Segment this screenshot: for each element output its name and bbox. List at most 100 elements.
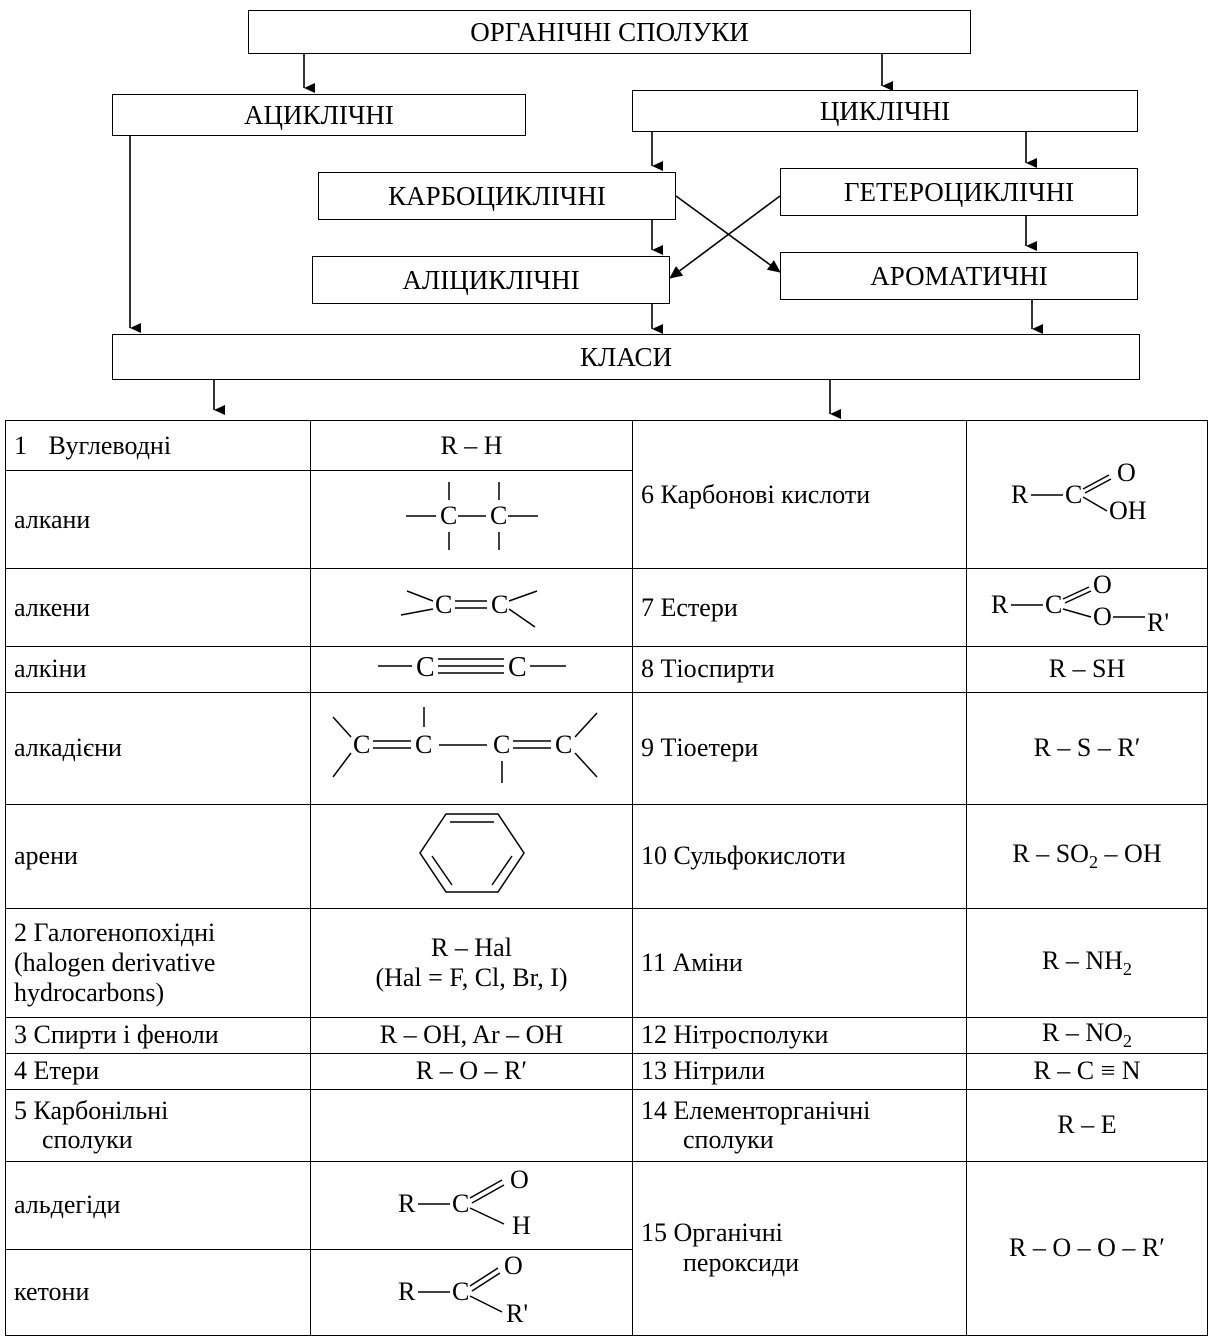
- class-4-name: 4 Етери: [5, 1052, 311, 1090]
- alkadienes-label: алкадієни: [5, 691, 311, 805]
- svg-text:R: R: [991, 590, 1009, 619]
- class-5-formula: [310, 1088, 633, 1162]
- table-row: арени 10 Сульфокислоти R – SO2 – OH: [5, 803, 1208, 909]
- svg-text:O: O: [510, 1165, 529, 1194]
- svg-text:R: R: [398, 1189, 416, 1218]
- class-13-formula: R – C ≡ N: [966, 1052, 1208, 1090]
- class-14-formula: R – E: [966, 1088, 1208, 1162]
- alkene-structure: C C: [400, 590, 537, 628]
- class-7-name: 7 Естери: [632, 568, 967, 647]
- class-8-name: 8 Тіоспирти: [632, 645, 967, 693]
- carboxylic-acid-structure: R C O OH: [1011, 458, 1147, 525]
- class-15-name: 15 Органічні пероксиди: [632, 1160, 967, 1336]
- table-row: кетони R C O R': [5, 1248, 1208, 1336]
- svg-text:C: C: [353, 730, 370, 759]
- svg-text:C: C: [1065, 480, 1082, 509]
- svg-text:H: H: [512, 1211, 531, 1240]
- svg-text:C: C: [452, 1189, 469, 1218]
- class-9-name: 9 Тіоетери: [632, 691, 967, 805]
- table-row: 5 Карбонільні сполуки 14 Елементорганічн…: [5, 1088, 1208, 1162]
- root-box: ОРГАНІЧНІ СПОЛУКИ: [248, 10, 971, 54]
- svg-text:C: C: [490, 501, 507, 530]
- class-6-formula: R C O OH: [966, 420, 1208, 569]
- flow-arrows: [129, 54, 1043, 419]
- ketones-label: кетони: [5, 1248, 311, 1336]
- alkynes-formula: C C: [310, 645, 633, 693]
- ester-structure: R C O O R': [991, 570, 1169, 637]
- class-15-formula: R – O – O – R′: [966, 1160, 1208, 1336]
- class-4-formula: R – O – R′: [310, 1052, 633, 1090]
- class-1-name: 1 Вуглеводні: [5, 420, 311, 471]
- alkanes-label: алкани: [5, 470, 311, 569]
- class-11-formula: R – NH2: [966, 907, 1208, 1018]
- class-12-name: 12 Нітросполуки: [632, 1016, 967, 1054]
- carbocyclic-box: КАРБОЦИКЛІЧНІ: [318, 172, 676, 220]
- svg-text:O: O: [1117, 458, 1136, 487]
- svg-text:OH: OH: [1109, 496, 1147, 525]
- svg-text:C: C: [508, 652, 527, 683]
- class-2-formula: R – Hal (Hal = F, Cl, Br, I): [310, 907, 633, 1018]
- table-row: 2 Галогенопохідні (halogen derivative hy…: [5, 907, 1208, 1018]
- alkadienes-formula: C C C C: [310, 691, 633, 805]
- class-10-name: 10 Сульфокислоти: [632, 803, 967, 909]
- classes-label: КЛАСИ: [580, 341, 672, 372]
- ketones-formula: R C O R': [310, 1248, 633, 1336]
- svg-text:R: R: [1011, 480, 1029, 509]
- table-row: 4 Етери R – O – R′ 13 Нітрили R – C ≡ N: [5, 1052, 1208, 1090]
- alkadiene-structure: C C C C: [331, 706, 598, 783]
- svg-text:O: O: [1093, 570, 1112, 599]
- ketone-structure: R C O R': [398, 1251, 528, 1328]
- table-row: алкіни C C 8 Тіоспирти R – SH: [5, 645, 1208, 693]
- class-12-formula: R – NO2: [966, 1016, 1208, 1054]
- svg-text:R': R': [1147, 608, 1169, 637]
- svg-text:R': R': [506, 1299, 528, 1328]
- aromatic-box: АРОМАТИЧНІ: [780, 252, 1138, 300]
- table-row: альдегіди R C O H 15 Органічні пероксид: [5, 1160, 1208, 1336]
- alkyne-structure: C C: [377, 652, 566, 683]
- svg-text:R: R: [398, 1277, 416, 1306]
- alicyclic-box: АЛІЦИКЛІЧНІ: [312, 256, 670, 304]
- arenes-formula: [310, 803, 633, 909]
- svg-text:C: C: [555, 730, 572, 759]
- alicyclic-label: АЛІЦИКЛІЧНІ: [402, 264, 580, 295]
- class-13-name: 13 Нітрили: [632, 1052, 967, 1090]
- aldehydes-label: альдегіди: [5, 1160, 311, 1250]
- svg-text:C: C: [491, 590, 508, 619]
- svg-text:O: O: [504, 1251, 523, 1280]
- svg-text:C: C: [435, 590, 452, 619]
- arenes-label: арени: [5, 803, 311, 909]
- cyclic-label: ЦИКЛІЧНІ: [819, 95, 951, 126]
- classes-table: 1 Вуглеводні R – H 6 Карбонові кислоти R…: [5, 420, 1208, 1336]
- svg-text:C: C: [440, 501, 457, 530]
- table-row: алкани C C: [5, 470, 1208, 569]
- class-8-formula: R – SH: [966, 645, 1208, 693]
- class-7-formula: R C O O R': [966, 568, 1208, 647]
- class-10-formula: R – SO2 – OH: [966, 803, 1208, 909]
- table-row: алкени C C 7 Естери: [5, 568, 1208, 647]
- root-label: ОРГАНІЧНІ СПОЛУКИ: [470, 16, 749, 47]
- class-14-name: 14 Елементорганічні сполуки: [632, 1088, 967, 1162]
- aldehydes-formula: R C O H: [310, 1160, 633, 1250]
- carbocyclic-label: КАРБОЦИКЛІЧНІ: [388, 180, 606, 211]
- aromatic-label: АРОМАТИЧНІ: [870, 260, 1048, 291]
- svg-text:C: C: [1045, 590, 1062, 619]
- class-3-formula: R – OH, Ar – OH: [310, 1016, 633, 1054]
- acyclic-box: АЦИКЛІЧНІ: [112, 94, 526, 136]
- svg-text:C: C: [452, 1277, 469, 1306]
- alkenes-formula: C C: [310, 568, 633, 647]
- svg-text:C: C: [415, 730, 432, 759]
- table-row: алкадієни C C C C: [5, 691, 1208, 805]
- class-6-name: 6 Карбонові кислоти: [632, 420, 967, 569]
- aldehyde-structure: R C O H: [398, 1165, 531, 1240]
- classes-box: КЛАСИ: [112, 334, 1140, 380]
- class-5-name: 5 Карбонільні сполуки: [5, 1088, 311, 1162]
- heterocyclic-box: ГЕТЕРОЦИКЛІЧНІ: [780, 168, 1138, 216]
- alkanes-formula: C C: [310, 470, 633, 569]
- class-9-formula: R – S – R′: [966, 691, 1208, 805]
- class-11-name: 11 Аміни: [632, 907, 967, 1018]
- table-row: 3 Спирти і феноли R – OH, Ar – OH 12 Ніт…: [5, 1016, 1208, 1054]
- svg-text:C: C: [493, 730, 510, 759]
- table-row: 1 Вуглеводні R – H 6 Карбонові кислоти R…: [5, 420, 1208, 569]
- class-2-name: 2 Галогенопохідні (halogen derivative hy…: [5, 907, 311, 1018]
- acyclic-label: АЦИКЛІЧНІ: [244, 99, 394, 130]
